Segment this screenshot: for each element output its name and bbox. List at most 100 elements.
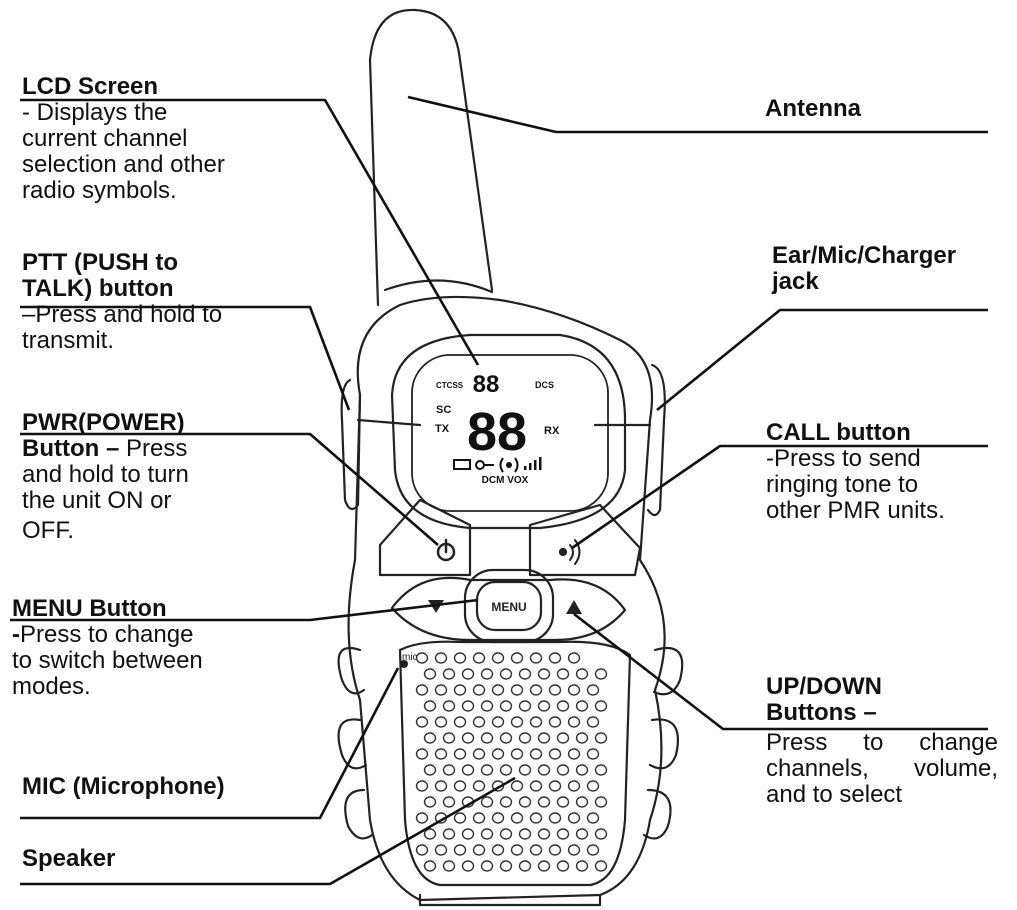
label-updown: UP/DOWN Buttons – Press to change channe…: [766, 674, 998, 808]
speaker-hole: [442, 700, 456, 712]
speaker-hole: [423, 668, 437, 680]
power-button-pod: [378, 498, 472, 577]
call-icon: [558, 547, 568, 557]
speaker-hole: [415, 684, 429, 696]
speaker-hole: [510, 652, 524, 664]
speaker-hole: [537, 796, 551, 808]
speaker-hole: [529, 780, 543, 792]
speaker-hole: [518, 668, 532, 680]
lcd-desc-3: selection and other: [22, 151, 225, 178]
speaker-hole: [594, 732, 608, 744]
lcd-sc: SC: [436, 404, 451, 416]
pwr-desc-2: the unit ON or: [22, 487, 172, 514]
jack-side-plug: [646, 363, 666, 517]
updown-title-2: Buttons –: [766, 699, 877, 726]
jack-title-2: jack: [772, 268, 819, 295]
speaker-hole: [594, 796, 608, 808]
menu-key-text[interactable]: MENU: [491, 600, 526, 614]
speaker-hole: [442, 668, 456, 680]
speaker-hole: [434, 684, 448, 696]
pwr-desc-3: OFF.: [22, 517, 74, 544]
call-desc-1: -Press to send: [766, 445, 921, 472]
speaker-hole: [537, 860, 551, 872]
leader-updown: [573, 612, 988, 731]
speaker-hole: [556, 828, 570, 840]
menu-desc-2: modes.: [12, 673, 91, 700]
speaker-hole: [518, 796, 532, 808]
speaker-hole: [434, 716, 448, 728]
antenna-title: Antenna: [765, 95, 861, 122]
speaker-hole: [575, 668, 589, 680]
speaker-hole: [423, 828, 437, 840]
leader-lcd: [20, 98, 480, 366]
speaker-hole: [442, 732, 456, 744]
speaker-hole: [556, 700, 570, 712]
pwr-title: PWR(POWER): [22, 409, 185, 436]
speaker-title: Speaker: [22, 845, 116, 872]
speaker-hole: [453, 780, 467, 792]
screen-bezel: [390, 333, 627, 530]
speaker-hole: [423, 764, 437, 776]
speaker-hole: [567, 716, 581, 728]
speaker-hole: [499, 668, 513, 680]
speaker-hole: [461, 764, 475, 776]
speaker-hole: [510, 716, 524, 728]
up-arrow-icon: [566, 600, 582, 614]
speaker-hole: [423, 860, 437, 872]
speaker-hole: [586, 812, 600, 824]
speaker-hole: [480, 796, 494, 808]
signal-bar-1: [524, 466, 527, 470]
speaker-hole: [415, 652, 429, 664]
lcd-dcs: DCS: [535, 380, 554, 390]
speaker-hole: [529, 684, 543, 696]
speaker-hole: [499, 860, 513, 872]
speaker-hole: [594, 668, 608, 680]
speaker-hole: [586, 844, 600, 856]
lcd-desc-1: - Displays the: [22, 99, 168, 126]
speaker-hole: [518, 828, 532, 840]
speaker-holes: [415, 652, 608, 872]
signal-bar-4: [539, 457, 542, 470]
speaker-hole: [567, 780, 581, 792]
updown-desc-2: channels, volume,: [766, 755, 998, 782]
speaker-hole: [556, 668, 570, 680]
speaker-hole: [480, 700, 494, 712]
speaker-hole: [480, 860, 494, 872]
speaker-hole: [491, 812, 505, 824]
jack-title-1: Ear/Mic/Charger: [772, 242, 957, 269]
updown-title-1: UP/DOWN: [766, 673, 882, 700]
label-mic: MIC (Microphone): [22, 774, 225, 800]
speaker-hole: [510, 748, 524, 760]
label-antenna: Antenna: [765, 96, 861, 122]
speaker-hole: [472, 684, 486, 696]
label-lcd-screen: LCD Screen - Displays the current channe…: [22, 74, 225, 204]
speaker-hole: [548, 748, 562, 760]
label-speaker: Speaker: [22, 846, 115, 872]
speaker-hole: [491, 684, 505, 696]
speaker-hole: [499, 700, 513, 712]
scan-icon: [499, 457, 519, 473]
speaker-hole: [537, 764, 551, 776]
antenna-shape: [368, 8, 494, 307]
leader-antenna: [407, 95, 988, 134]
speaker-hole: [586, 748, 600, 760]
speaker-hole: [556, 796, 570, 808]
speaker-hole: [537, 732, 551, 744]
speaker-hole: [453, 812, 467, 824]
speaker-hole: [442, 796, 456, 808]
speaker-hole: [461, 700, 475, 712]
speaker-hole: [567, 748, 581, 760]
lcd-top-digits: 88: [473, 371, 500, 398]
speaker-hole: [415, 812, 429, 824]
radio-body: [347, 295, 666, 902]
speaker-hole: [537, 828, 551, 840]
mic-hole: [400, 660, 408, 668]
leader-menu: [10, 598, 479, 622]
speaker-hole: [434, 844, 448, 856]
menu-title: MENU Button: [12, 595, 167, 622]
label-jack: Ear/Mic/Charger jack: [772, 243, 956, 295]
signal-bar-3: [534, 460, 537, 470]
speaker-hole: [472, 716, 486, 728]
speaker-hole: [453, 652, 467, 664]
speaker-hole: [518, 764, 532, 776]
